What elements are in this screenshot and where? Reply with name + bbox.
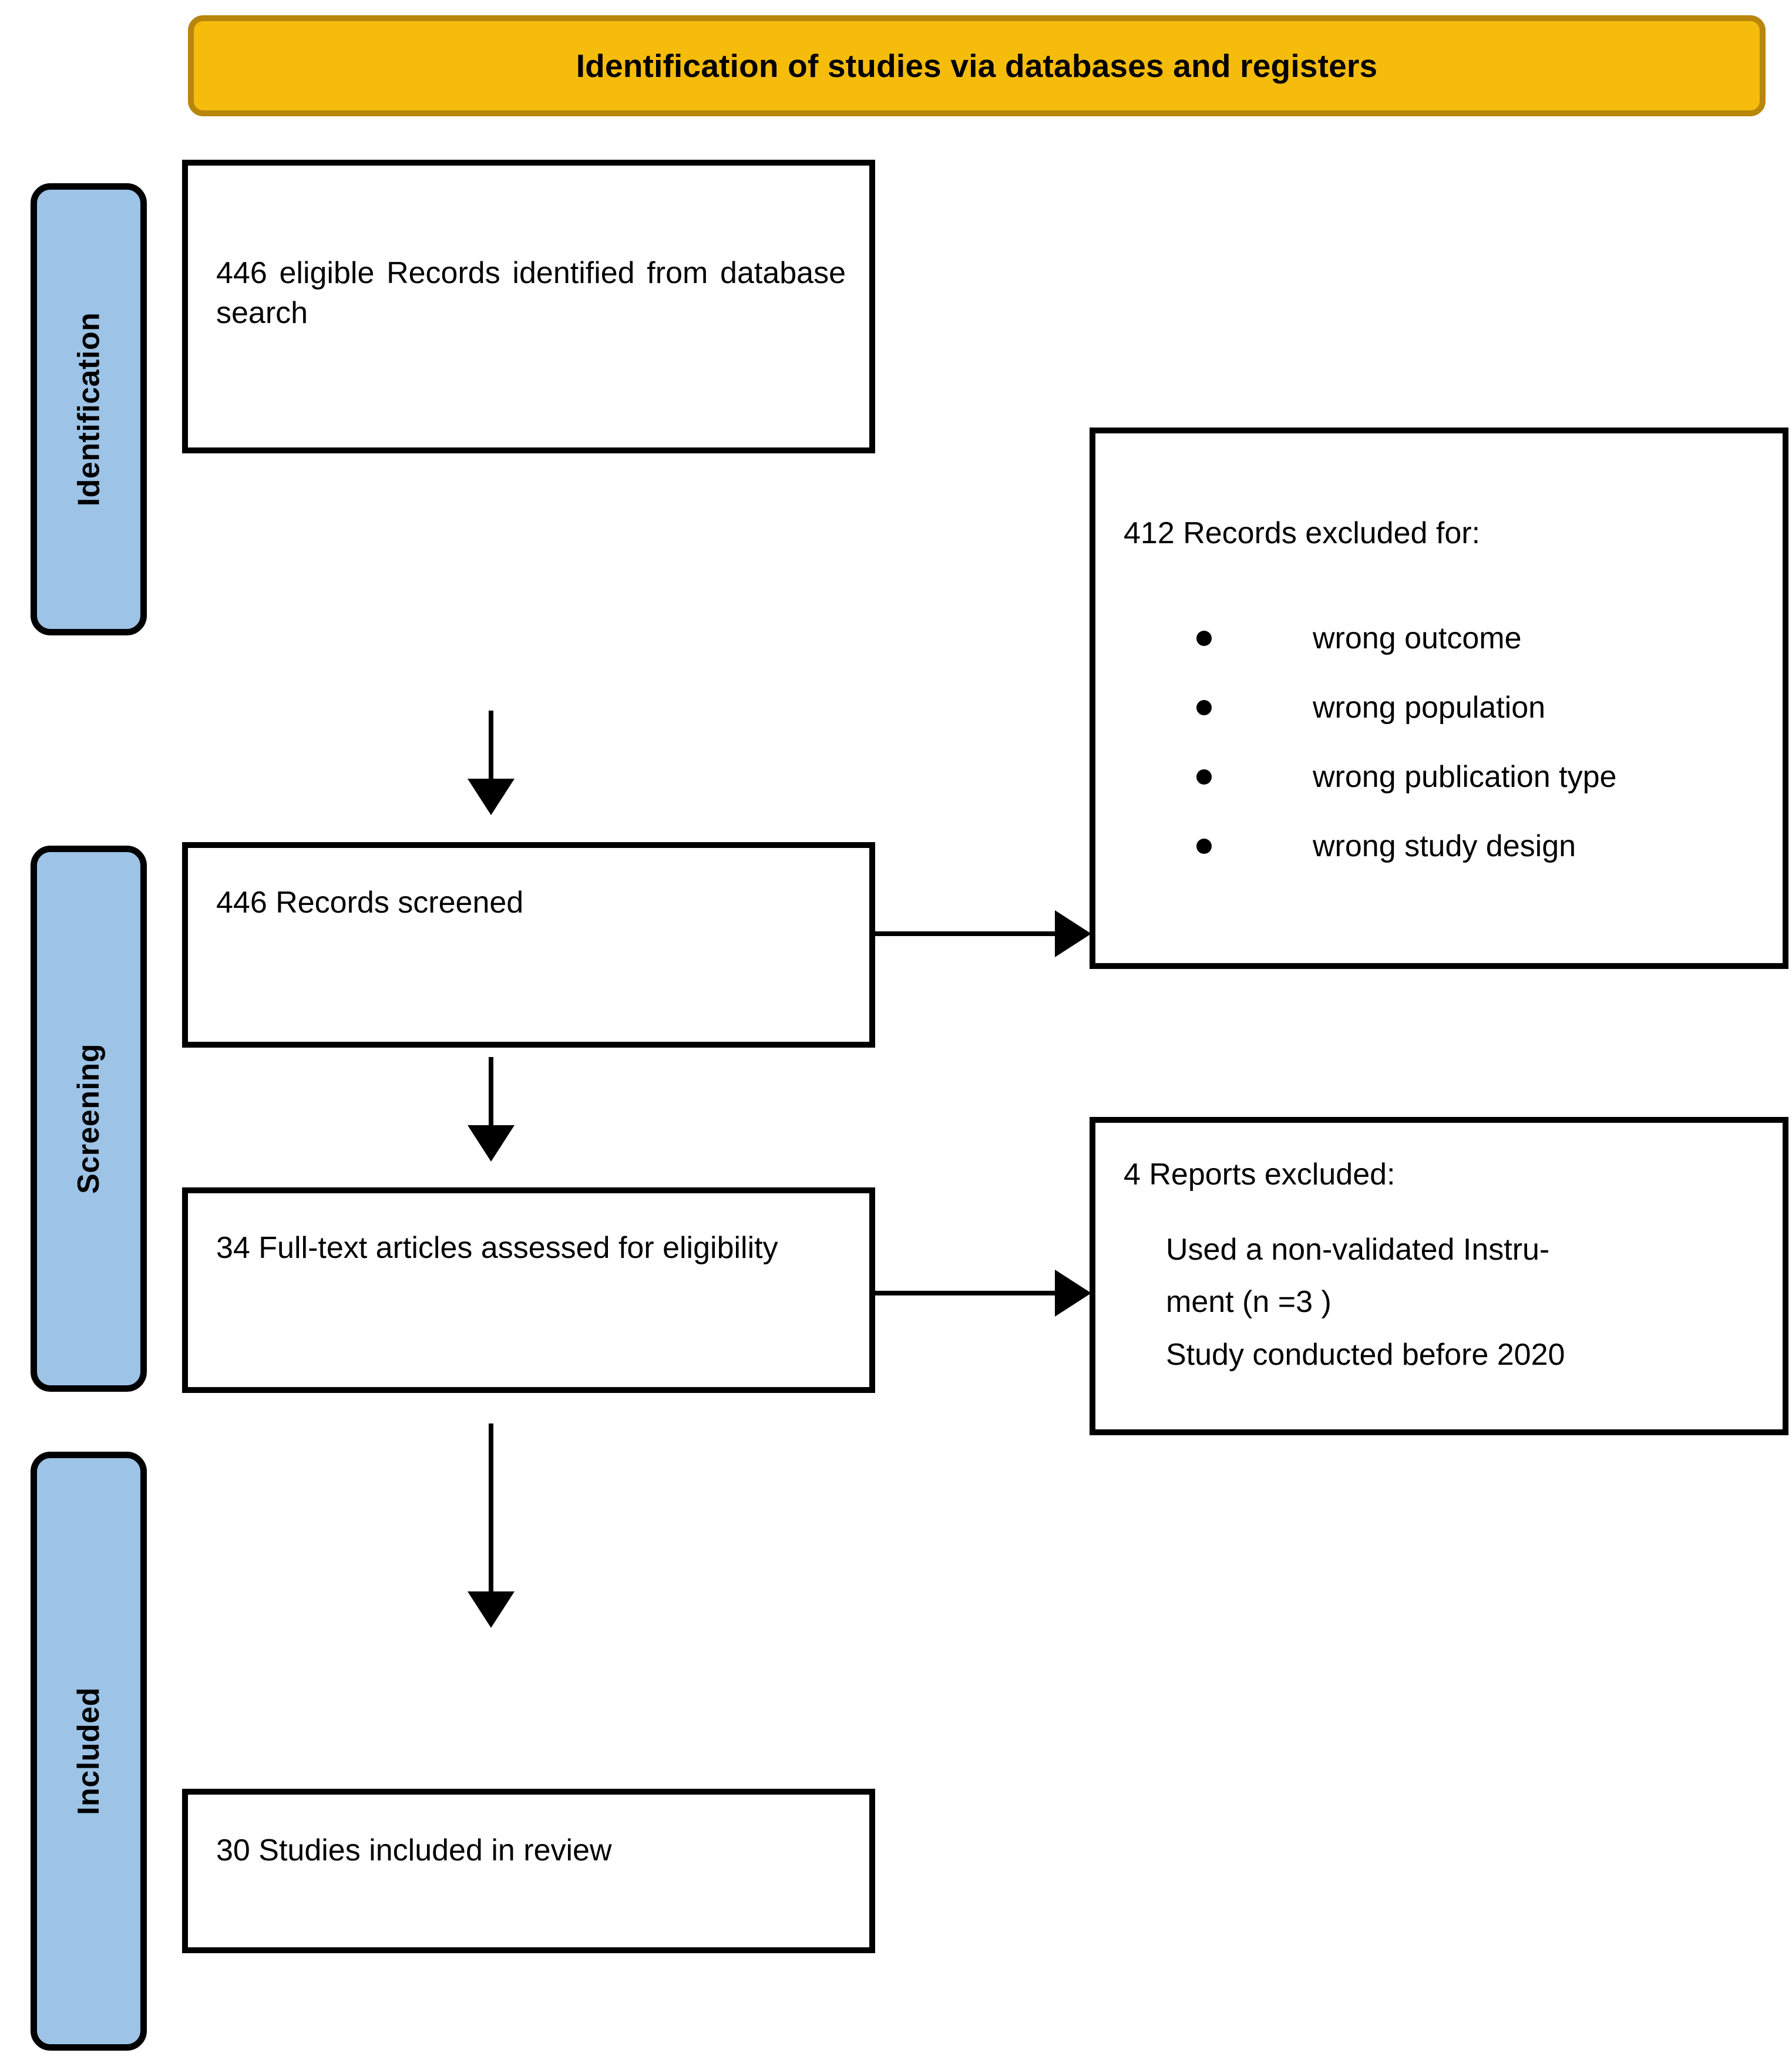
list-item: Study conducted before 2020 bbox=[1166, 1337, 1565, 1372]
box-records-identified: 446 eligible Records identified from dat… bbox=[182, 160, 875, 453]
stage-label-included: Included bbox=[72, 1687, 106, 1815]
arrow-fulltext-to-reports-excluded-line bbox=[875, 1291, 1057, 1295]
arrow-screened-to-fulltext-line bbox=[489, 1057, 493, 1128]
stage-label-screening: Screening bbox=[72, 1044, 106, 1194]
records-excluded-reason-list: wrong outcome wrong population wrong pub… bbox=[1184, 604, 1616, 881]
stage-label-identification: Identification bbox=[72, 312, 106, 507]
diagram-title: Identification of studies via databases … bbox=[576, 48, 1378, 84]
list-item: wrong publication type bbox=[1184, 742, 1616, 812]
stage-tab-screening: Screening bbox=[31, 846, 147, 1392]
arrow-fulltext-to-included-line bbox=[489, 1423, 493, 1594]
box-records-excluded: 412 Records excluded for: wrong outcome … bbox=[1090, 428, 1788, 969]
box-fulltext-assessed-text: 34 Full-text articles assessed for eligi… bbox=[216, 1231, 778, 1265]
box-fulltext-assessed: 34 Full-text articles assessed for eligi… bbox=[182, 1187, 875, 1393]
box-reports-excluded: 4 Reports excluded: Used a non-validated… bbox=[1090, 1117, 1788, 1435]
list-item: wrong study design bbox=[1184, 812, 1616, 881]
list-item: ment (n =3 ) bbox=[1166, 1285, 1332, 1320]
reports-excluded-reason-list: Used a non-validated Instru- ment (n =3 … bbox=[1166, 1224, 1765, 1381]
list-item: wrong outcome bbox=[1184, 604, 1616, 673]
arrow-right-icon bbox=[1055, 1270, 1091, 1317]
reports-excluded-heading: 4 Reports excluded: bbox=[1124, 1157, 1396, 1192]
arrow-screened-to-excluded-line bbox=[875, 931, 1057, 936]
box-records-screened: 446 Records screened bbox=[182, 842, 875, 1048]
arrow-right-icon bbox=[1055, 910, 1091, 957]
diagram-header-banner: Identification of studies via databases … bbox=[188, 15, 1766, 116]
records-excluded-heading: 412 Records excluded for: bbox=[1124, 516, 1481, 550]
list-item: Used a non-validated Instru- bbox=[1166, 1233, 1550, 1267]
stage-tab-included: Included bbox=[31, 1452, 147, 2051]
arrow-down-icon bbox=[468, 1125, 515, 1162]
box-records-screened-text: 446 Records screened bbox=[216, 886, 524, 920]
box-records-identified-text: 446 eligible Records identified from dat… bbox=[216, 256, 846, 330]
arrow-down-icon bbox=[468, 779, 515, 815]
arrow-identified-to-screened-line bbox=[489, 711, 493, 781]
list-item: wrong population bbox=[1184, 673, 1616, 742]
box-studies-included: 30 Studies included in review bbox=[182, 1789, 875, 1953]
stage-tab-identification: Identification bbox=[31, 183, 147, 635]
box-studies-included-text: 30 Studies included in review bbox=[216, 1833, 612, 1867]
arrow-down-icon bbox=[468, 1591, 515, 1628]
